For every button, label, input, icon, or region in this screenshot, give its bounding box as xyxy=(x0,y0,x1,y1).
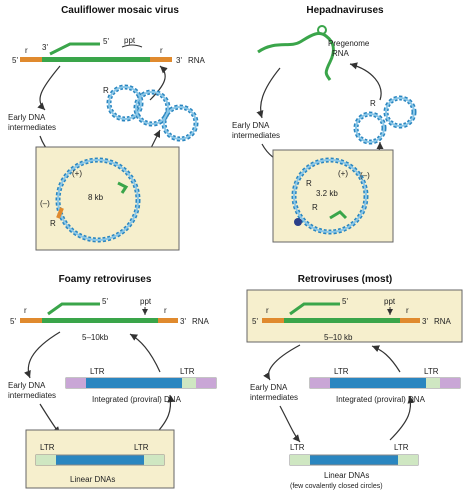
linear-label: Linear DNAs xyxy=(70,475,115,484)
svg-text:R: R xyxy=(103,86,109,95)
panel-title: Retroviruses (most) xyxy=(298,274,392,285)
r-label: r xyxy=(25,46,28,55)
supercoiled-dna: R xyxy=(353,95,417,145)
range-label: 5–10 kb xyxy=(324,333,353,342)
svg-text:LTR: LTR xyxy=(90,367,105,376)
minus-label: (–) xyxy=(360,171,370,180)
svg-text:intermediates: intermediates xyxy=(8,391,56,400)
plus-label: (+) xyxy=(338,169,348,178)
svg-text:5': 5' xyxy=(342,297,348,306)
svg-text:5': 5' xyxy=(252,317,258,326)
svg-text:r: r xyxy=(266,306,269,315)
rna-strand xyxy=(284,318,400,323)
svg-text:5': 5' xyxy=(102,297,108,306)
svg-text:LTR: LTR xyxy=(334,367,349,376)
rna-r-segment xyxy=(20,57,42,62)
svg-text:ppt: ppt xyxy=(140,297,152,306)
svg-text:r: r xyxy=(164,306,167,315)
range-label: 5–10kb xyxy=(82,333,109,342)
panel-foamy-retroviruses: Foamy retroviruses 5' 3' RNA r r 5' ppt … xyxy=(8,274,217,489)
linear-label: Linear DNAs xyxy=(324,471,369,480)
minus-label: (–) xyxy=(40,199,50,208)
pregenome-rna xyxy=(257,32,335,81)
size-label: 8 kb xyxy=(88,193,104,202)
svg-text:R: R xyxy=(306,179,312,188)
svg-text:r: r xyxy=(406,306,409,315)
intermediates-label: intermediates xyxy=(8,123,56,132)
circular-dna-box xyxy=(272,149,394,243)
supercoiled-dna: R xyxy=(103,84,199,142)
r-label: r xyxy=(160,46,163,55)
panel-title: Foamy retroviruses xyxy=(59,274,152,285)
svg-text:RNA: RNA xyxy=(434,317,452,326)
rna-r-segment xyxy=(150,57,172,62)
plus-label: (+) xyxy=(72,169,82,178)
svg-text:Early DNA: Early DNA xyxy=(8,381,46,390)
size-label: 3.2 kb xyxy=(316,189,338,198)
svg-text:LTR: LTR xyxy=(394,443,409,452)
svg-text:LTR: LTR xyxy=(180,367,195,376)
panel-hepadnaviruses: Hepadnaviruses Pregenome RNA Early DNA i… xyxy=(232,5,417,243)
rna-5-label: 5' xyxy=(12,56,18,65)
panel-cauliflower-mosaic-virus: Cauliflower mosaic virus 5' 3' RNA r r 3… xyxy=(8,5,206,251)
rna-3-label: 3' xyxy=(176,56,182,65)
pregenome-label: RNA xyxy=(332,49,350,58)
ppt-label: ppt xyxy=(124,36,136,45)
ppt-bracket xyxy=(121,44,143,48)
rna-strand xyxy=(42,57,150,62)
svg-text:LTR: LTR xyxy=(424,367,439,376)
panel-title: Hepadnaviruses xyxy=(306,5,384,16)
svg-text:R: R xyxy=(370,99,376,108)
svg-text:ppt: ppt xyxy=(384,297,396,306)
svg-text:LTR: LTR xyxy=(290,443,305,452)
primer-strand xyxy=(49,42,100,56)
rna-box xyxy=(246,289,463,343)
terminal-protein xyxy=(294,218,302,226)
svg-text:5': 5' xyxy=(10,317,16,326)
svg-text:3': 3' xyxy=(180,317,186,326)
rna-label: RNA xyxy=(188,56,206,65)
pregenome-label: Pregenome xyxy=(328,39,370,48)
svg-text:RNA: RNA xyxy=(192,317,210,326)
linear-sublabel: (few covalently closed circles) xyxy=(290,483,383,490)
svg-text:R: R xyxy=(312,203,318,212)
intermediates-label: Early DNA xyxy=(232,121,270,130)
svg-text:Early DNA: Early DNA xyxy=(250,383,288,392)
panel-title: Cauliflower mosaic virus xyxy=(61,5,179,16)
svg-text:3': 3' xyxy=(422,317,428,326)
panel-retroviruses-most: Retroviruses (most) 5' 3' RNA r r 5' ppt… xyxy=(246,274,463,490)
svg-text:LTR: LTR xyxy=(134,443,149,452)
svg-text:R: R xyxy=(50,219,56,228)
intermediates-label: Early DNA xyxy=(8,113,46,122)
primer-3-label: 3' xyxy=(42,43,48,52)
svg-text:LTR: LTR xyxy=(40,443,55,452)
integrated-label: Integrated (proviral) DNA xyxy=(92,395,182,404)
intermediates-label: intermediates xyxy=(232,131,280,140)
rna-strand xyxy=(42,318,158,323)
primer-5-label: 5' xyxy=(103,37,109,46)
integrated-label: Integrated (proviral) DNA xyxy=(336,395,426,404)
svg-text:intermediates: intermediates xyxy=(250,393,298,402)
svg-text:r: r xyxy=(24,306,27,315)
